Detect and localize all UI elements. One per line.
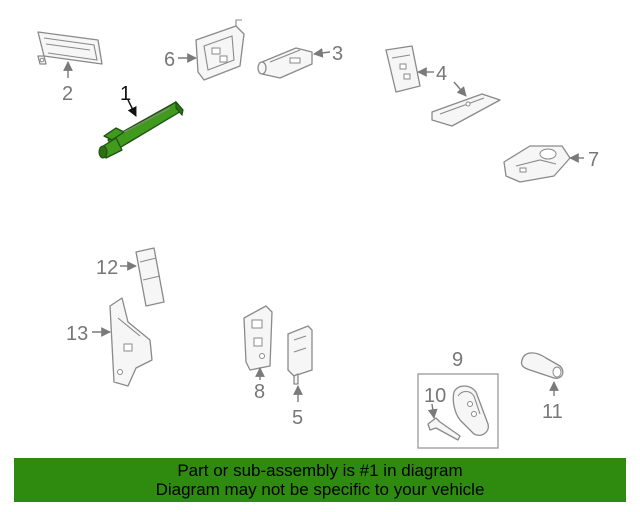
callout-7: 7 [588, 149, 599, 171]
part-12-module[interactable] [135, 247, 165, 307]
footer-line-1: Part or sub-assembly is #1 in diagram [177, 461, 463, 480]
callout-6: 6 [164, 49, 175, 71]
part-3-connector[interactable] [257, 47, 313, 79]
part-10-emergency-key[interactable] [427, 417, 461, 441]
parts-diagram: 2 1 6 3 4 [37, 19, 599, 449]
leader-1 [127, 99, 137, 117]
callout-3: 3 [332, 43, 343, 65]
part-6-bracket[interactable] [195, 19, 245, 81]
leader-4b [453, 81, 467, 97]
part-8-bracket[interactable] [243, 305, 273, 371]
part-11-cap[interactable] [520, 352, 564, 379]
callout-8: 8 [254, 381, 265, 403]
part-4-module[interactable] [385, 45, 501, 127]
callout-11: 11 [542, 401, 563, 423]
callout-13: 13 [66, 323, 88, 345]
part-9-key-fob[interactable] [452, 385, 489, 436]
callout-5: 5 [292, 407, 303, 429]
leader-10 [427, 403, 438, 419]
part-13-bracket[interactable] [109, 297, 153, 387]
footer-line-2: Diagram may not be specific to your vehi… [155, 480, 485, 499]
callout-10: 10 [424, 385, 446, 407]
part-2-bracket[interactable] [37, 31, 103, 65]
leader-3 [313, 48, 331, 58]
part-5-housing[interactable] [287, 325, 313, 385]
footer-banner: Part or sub-assembly is #1 in diagram Di… [14, 458, 626, 502]
callout-4: 4 [436, 63, 447, 85]
part-7-bracket[interactable] [503, 145, 571, 183]
callout-2: 2 [62, 83, 73, 105]
callout-1: 1 [120, 83, 131, 105]
callout-9: 9 [452, 349, 463, 371]
part-1-highlighted-module[interactable] [98, 100, 184, 159]
callout-12: 12 [96, 257, 118, 279]
part-9-assembly-box [417, 373, 499, 449]
